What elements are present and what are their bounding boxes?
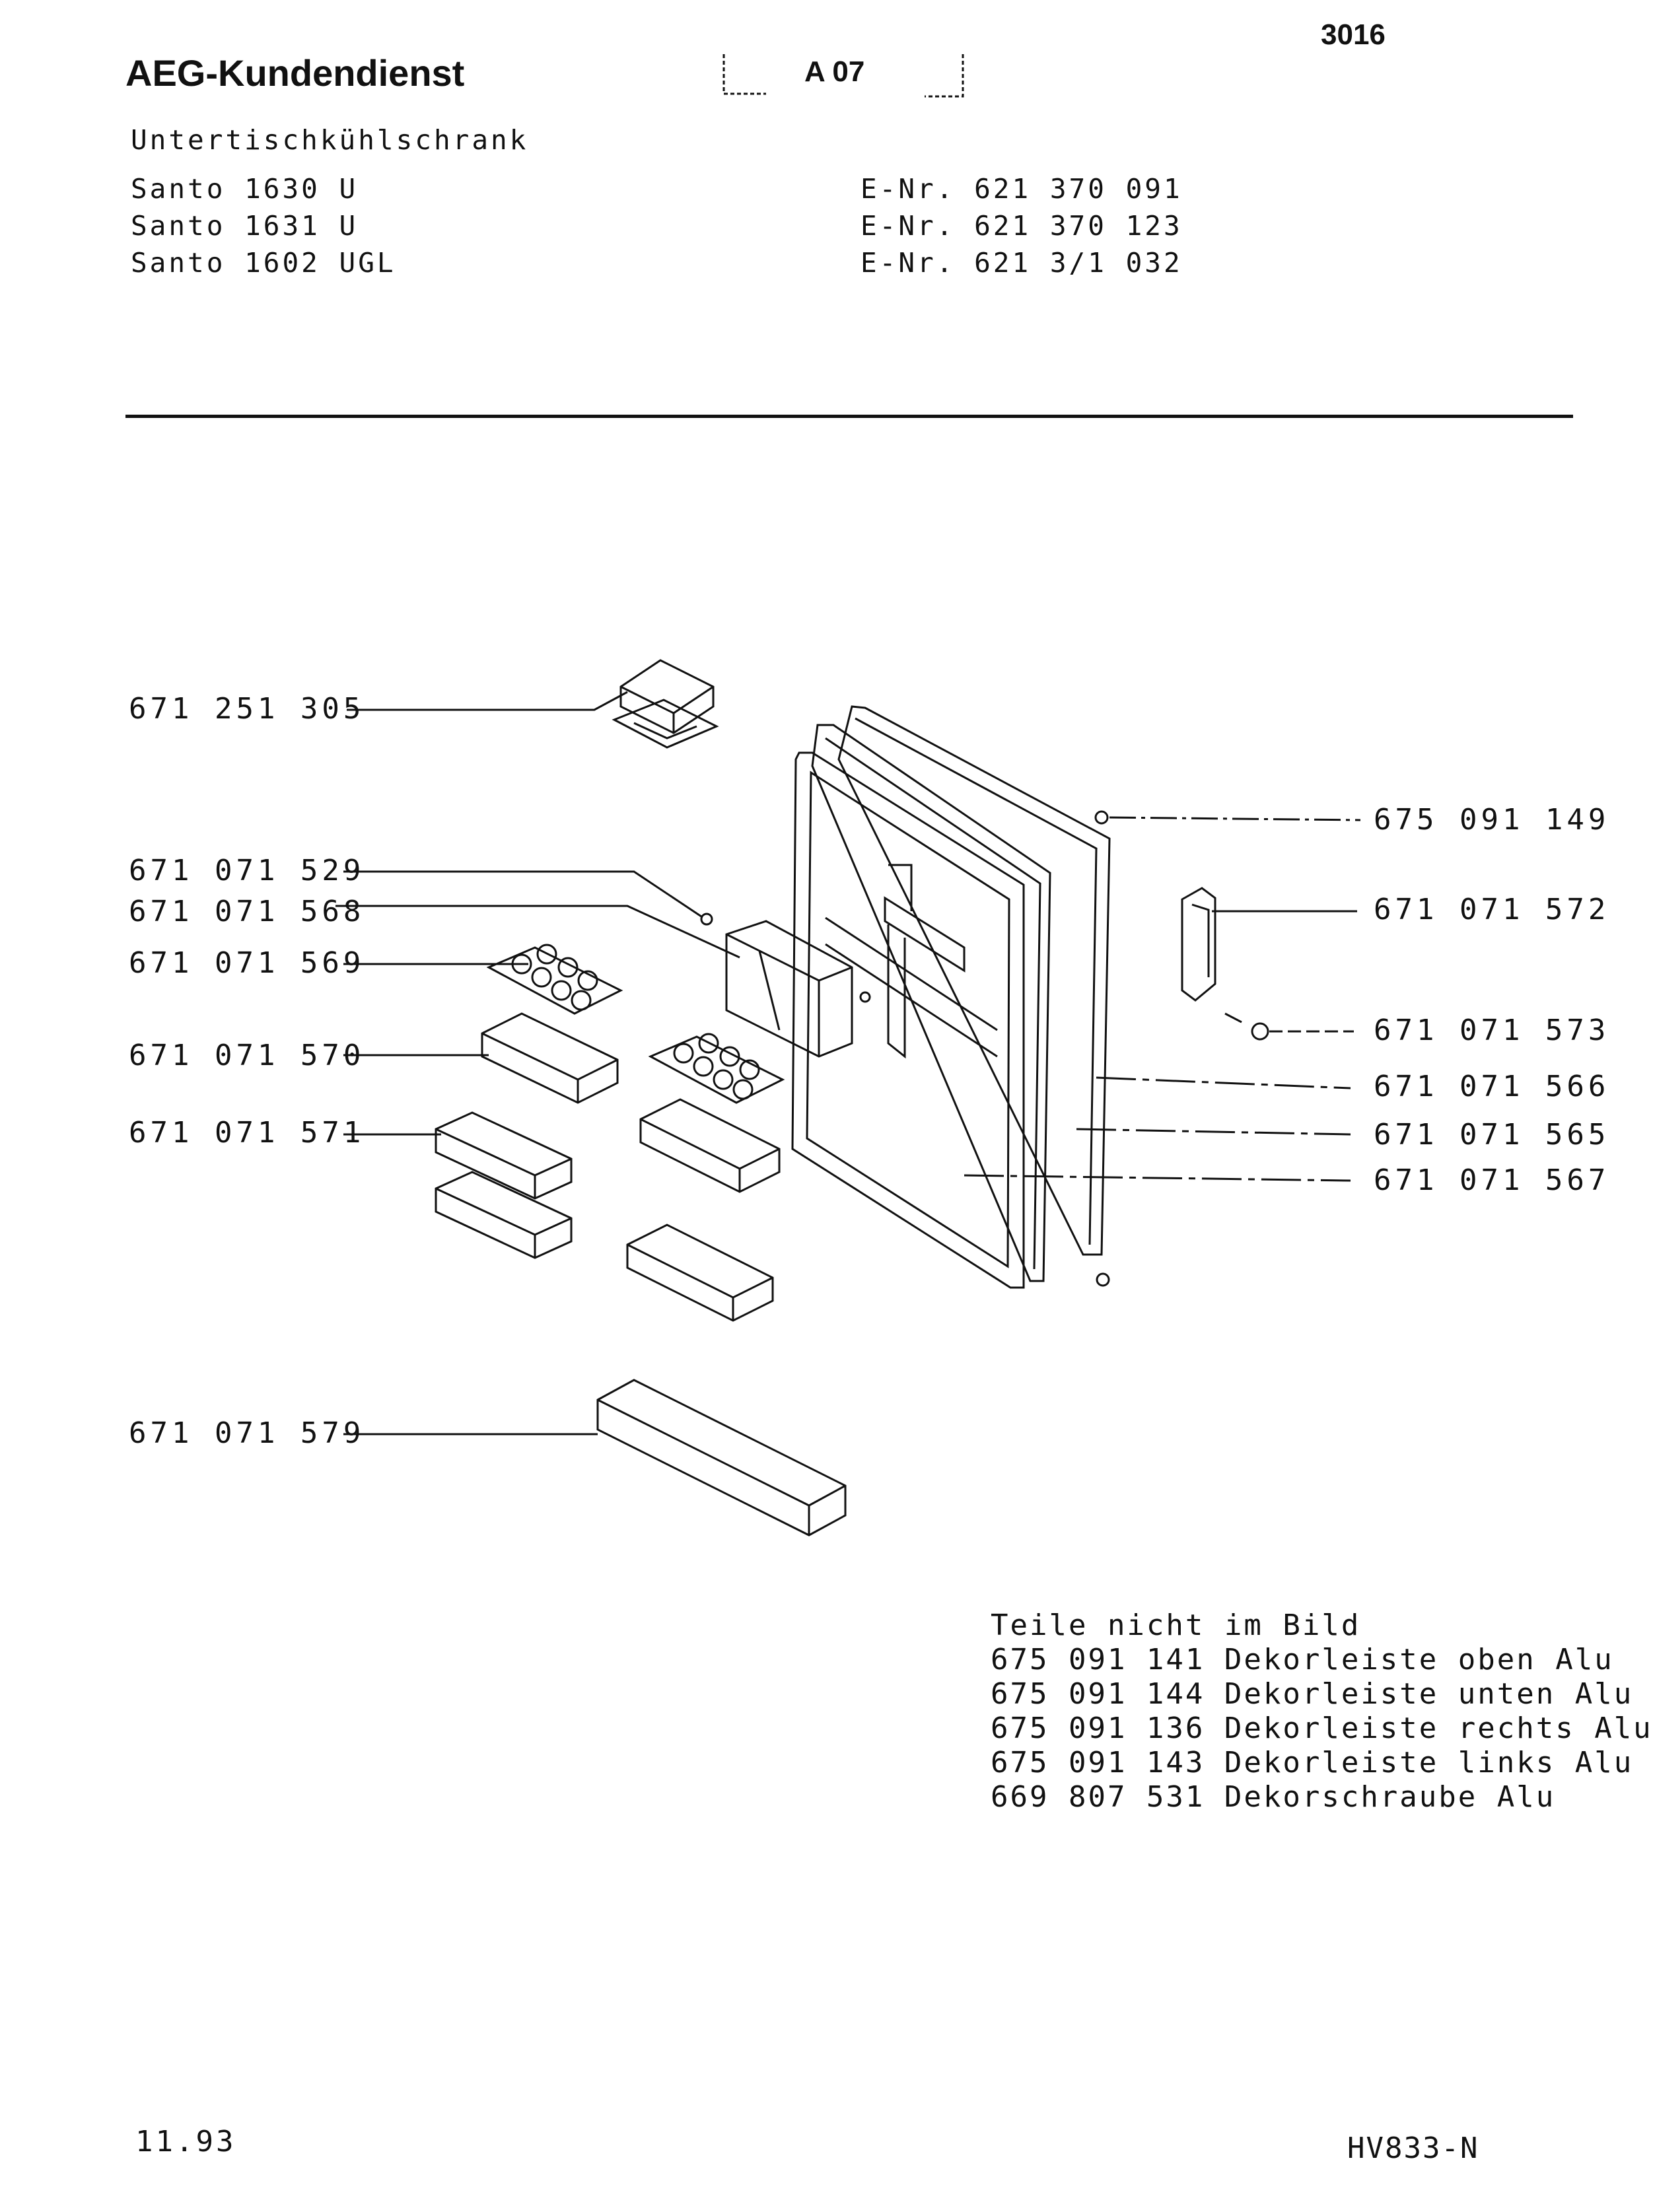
section-code-brackets — [722, 54, 964, 98]
part-label: 671 071 567 — [1374, 1163, 1610, 1197]
door-shelf — [639, 1098, 781, 1193]
bottom-screw — [1096, 1272, 1110, 1287]
leader-line — [1096, 1076, 1351, 1089]
part-label: 671 071 569 — [129, 946, 365, 980]
handle-cap — [1251, 1022, 1269, 1041]
model-enr: E-Nr. 621 370 123 — [861, 210, 1183, 242]
note-item: 669 807 531 Dekorschraube Alu — [991, 1780, 1556, 1814]
model-enr: E-Nr. 621 370 091 — [861, 173, 1183, 205]
header-rule — [125, 415, 1573, 418]
footer-date: 11.93 — [135, 2125, 236, 2159]
part-label: 671 071 579 — [129, 1416, 365, 1450]
egg-tray — [648, 1033, 785, 1104]
dairy-compartment — [612, 659, 719, 749]
door-liner — [791, 751, 1025, 1289]
part-label: 671 071 568 — [129, 895, 365, 928]
part-label: 671 071 572 — [1374, 893, 1610, 926]
part-label: 671 071 571 — [129, 1116, 365, 1150]
part-label: 671 071 566 — [1374, 1070, 1610, 1103]
note-item: 675 091 141 Dekorleiste oben Alu — [991, 1643, 1614, 1676]
leader-line — [1076, 1128, 1351, 1136]
leader-line — [347, 691, 628, 711]
handle-screw — [1224, 1012, 1242, 1023]
model-name: Santo 1631 U — [131, 210, 359, 242]
egg-tray — [486, 944, 623, 1015]
door-shelf-small — [435, 1171, 573, 1259]
note-item: 675 091 136 Dekorleiste rechts Alu — [991, 1711, 1653, 1745]
footer-reference: HV833-N — [1347, 2131, 1479, 2165]
leader-line — [1109, 816, 1361, 821]
model-enr: E-Nr. 621 3/1 032 — [861, 247, 1183, 279]
top-screw — [1094, 810, 1109, 825]
door-handle — [1181, 887, 1216, 1002]
door-gasket — [837, 705, 1111, 1256]
door-shelf — [626, 1224, 774, 1322]
hinge-screw — [700, 913, 713, 926]
parts-not-shown: Teile nicht im Bild 675 091 141 Dekorlei… — [991, 1608, 1653, 1815]
part-label: 671 251 305 — [129, 692, 365, 726]
part-label: 671 071 529 — [129, 854, 365, 887]
model-name: Santo 1630 U — [131, 173, 359, 205]
part-label: 671 071 565 — [1374, 1118, 1610, 1152]
screw — [859, 991, 871, 1003]
page-number: 3016 — [1321, 18, 1386, 51]
note-item: 675 091 144 Dekorleiste unten Alu — [991, 1677, 1634, 1711]
page-title: AEG-Kundendienst — [125, 52, 465, 94]
door-shelf-small — [435, 1111, 573, 1200]
appliance-type: Untertischkühlschrank — [131, 124, 529, 156]
part-label: 675 091 149 — [1374, 803, 1610, 837]
part-label: 671 071 573 — [1374, 1014, 1610, 1047]
exploded-diagram — [335, 659, 1361, 1537]
bottle-shelf — [596, 1379, 847, 1537]
door-shelf — [481, 1012, 619, 1104]
part-label: 671 071 570 — [129, 1039, 365, 1072]
butter-compartment — [725, 920, 853, 1058]
leader-line — [335, 905, 740, 959]
door-seal — [811, 724, 1051, 1282]
model-name: Santo 1602 UGL — [131, 247, 396, 279]
note-item: 675 091 143 Dekorleiste links Alu — [991, 1746, 1634, 1780]
leader-line — [964, 1174, 1351, 1182]
leader-line — [343, 870, 702, 918]
section-code: A 07 — [804, 55, 865, 88]
notes-heading: Teile nicht im Bild — [991, 1608, 1361, 1642]
